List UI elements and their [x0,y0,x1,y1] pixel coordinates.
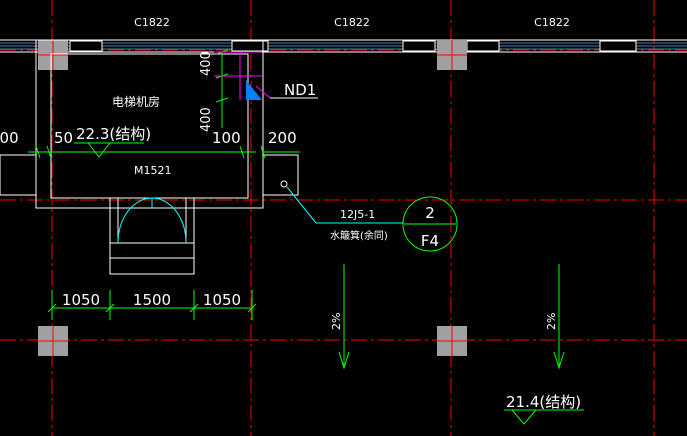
room-name: 电梯机房 [112,94,160,109]
machine-room-walls [0,39,299,209]
door-stair [109,197,195,275]
slope-label-1: 2% [330,313,343,330]
vertical-dimensions: 400 400 [199,49,262,132]
dim-bottom-1: 1050 [62,291,100,309]
slope-arrow-2: 2% [545,264,565,370]
elevation-marker-bottom: 21.4(结构) [504,393,584,425]
column-bottom-left [38,326,68,356]
columns [38,40,467,356]
detail-callout: 12J5-1 水簸箕(余同) 2 F4 [280,180,458,252]
column-top-left [38,40,68,70]
elevation-marker-top: 22.3(结构) [74,125,151,158]
dim-vertical-bottom: 400 [199,107,214,132]
window-label-1: C1822 [134,16,170,29]
dim-left-cut: 300 [0,129,19,147]
nd1-marker: ND1 [246,80,318,100]
detail-ref: 12J5-1 [340,208,375,221]
detail-desc: 水簸箕(余同) [330,229,388,242]
window-label-3: C1822 [534,16,570,29]
column-bottom-mid [437,326,467,356]
column-top-mid [437,40,467,70]
window-label-2: C1822 [334,16,370,29]
horizontal-dimensions-top: 300 50 100 200 [0,129,300,159]
dim-bottom-3: 1050 [203,291,241,309]
tag-nd: ND1 [284,81,316,99]
dim-vertical-top: 400 [199,51,214,76]
window-strip [0,39,687,53]
dim-right: 200 [268,129,297,147]
slope-label-2: 2% [545,313,558,330]
callout-circle [402,196,458,252]
dim-bottom-2: 1500 [133,291,171,309]
svg-text:21.4(结构): 21.4(结构) [506,393,581,411]
dim-left-small: 50 [54,129,73,147]
callout-bottom: F4 [421,232,439,250]
svg-text:22.3(结构): 22.3(结构) [76,125,151,143]
horizontal-dimensions-bottom: 1050 1500 1050 [47,290,257,320]
dim-mid: 100 [212,129,241,147]
door-label: M1521 [134,164,172,177]
slope-arrow-1: 2% [330,264,350,370]
callout-top: 2 [425,204,435,222]
